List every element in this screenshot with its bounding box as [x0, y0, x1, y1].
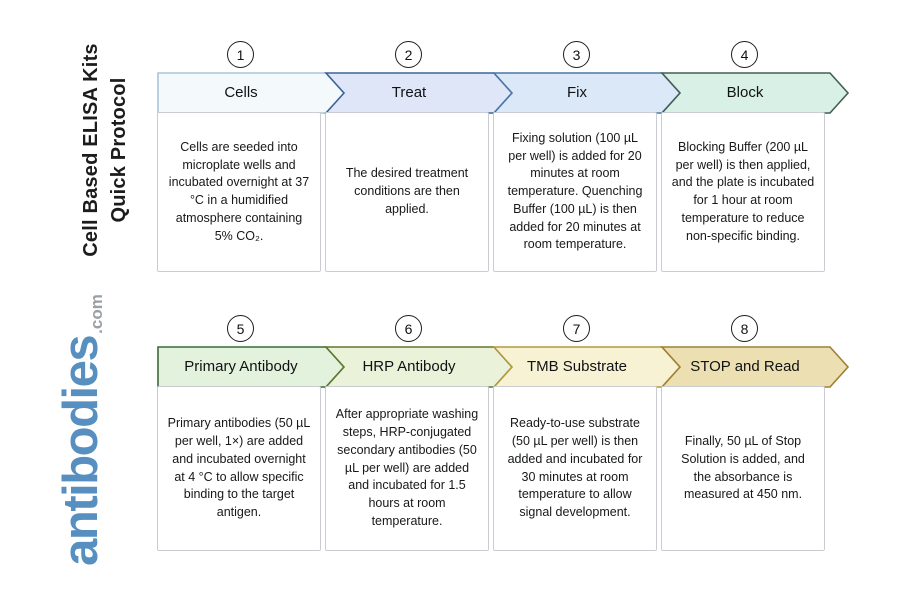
step-number-badge-7: 7	[563, 315, 590, 342]
step-description-box-7: Ready-to-use substrate (50 µL per well) …	[493, 386, 657, 551]
step-label-stop-and-read: STOP and Read	[690, 358, 800, 375]
step-label-hrp-antibody: HRP Antibody	[362, 358, 456, 375]
step-description-4: Blocking Buffer (200 µL per well) is the…	[671, 139, 815, 243]
step-description-5: Primary antibodies (50 µL per well, 1×) …	[167, 416, 311, 519]
step-description-6: After appropriate washing steps, HRP-con…	[335, 407, 479, 528]
step-number-2: 2	[404, 46, 413, 63]
step-number-4: 4	[740, 46, 749, 63]
step-number-3: 3	[572, 46, 581, 63]
step-description-1: Cells are seeded into microplate wells a…	[168, 139, 310, 243]
step-number-badge-5: 5	[227, 315, 254, 342]
step-description-box-4: Blocking Buffer (200 µL per well) is the…	[661, 112, 825, 272]
arrow-band-1: Cells Treat Fix Block	[157, 72, 850, 114]
brand-logo-suffix: .com	[87, 294, 106, 334]
step-description-7: Ready-to-use substrate (50 µL per well) …	[507, 416, 643, 519]
step-number-1: 1	[236, 46, 245, 63]
step-label-treat: Treat	[391, 84, 427, 101]
step-description-box-5: Primary antibodies (50 µL per well, 1×) …	[157, 386, 321, 551]
arrow-band-2-svg	[157, 346, 850, 388]
step-description-8: Finally, 50 µL of Stop Solution is added…	[681, 434, 805, 502]
step-label-primary-antibody: Primary Antibody	[184, 358, 298, 375]
step-number-8: 8	[740, 320, 749, 337]
step-number-badge-4: 4	[731, 41, 758, 68]
page-title-line2: Quick Protocol	[108, 77, 130, 223]
step-description-box-2: The desired treatment conditions are the…	[325, 112, 489, 272]
step-label-block: Block	[726, 84, 764, 101]
step-label-fix: Fix	[567, 84, 587, 101]
step-number-5: 5	[236, 320, 245, 337]
step-description-2: The desired treatment conditions are the…	[345, 166, 469, 216]
page-title-line1: Cell Based ELISA Kits	[80, 43, 102, 257]
step-number-6: 6	[404, 320, 413, 337]
brand-logo-text: antibodies	[54, 335, 108, 566]
step-label-tmb-substrate: TMB Substrate	[526, 358, 628, 375]
step-number-badge-2: 2	[395, 41, 422, 68]
step-label-cells: Cells	[224, 84, 258, 101]
step-description-box-6: After appropriate washing steps, HRP-con…	[325, 386, 489, 551]
step-description-box-1: Cells are seeded into microplate wells a…	[157, 112, 321, 272]
step-description-box-8: Finally, 50 µL of Stop Solution is added…	[661, 386, 825, 551]
step-arrow-stop-and-read	[660, 346, 850, 388]
protocol-flow: 1 2 3 4 Cells Treat Fix Block Cells are …	[157, 0, 857, 594]
step-description-3: Fixing solution (100 µL per well) is add…	[507, 130, 643, 252]
step-number-badge-6: 6	[395, 315, 422, 342]
step-number-badge-1: 1	[227, 41, 254, 68]
arrow-band-1-svg	[157, 72, 850, 114]
brand-logo: antibodies .com	[53, 265, 129, 594]
step-description-box-3: Fixing solution (100 µL per well) is add…	[493, 112, 657, 272]
step-number-badge-8: 8	[731, 315, 758, 342]
page-title: Cell Based ELISA Kits Quick Protocol	[77, 30, 135, 270]
step-number-7: 7	[572, 320, 581, 337]
step-number-badge-3: 3	[563, 41, 590, 68]
arrow-band-2: Primary Antibody HRP Antibody TMB Substr…	[157, 346, 850, 388]
step-arrow-block	[660, 72, 850, 114]
